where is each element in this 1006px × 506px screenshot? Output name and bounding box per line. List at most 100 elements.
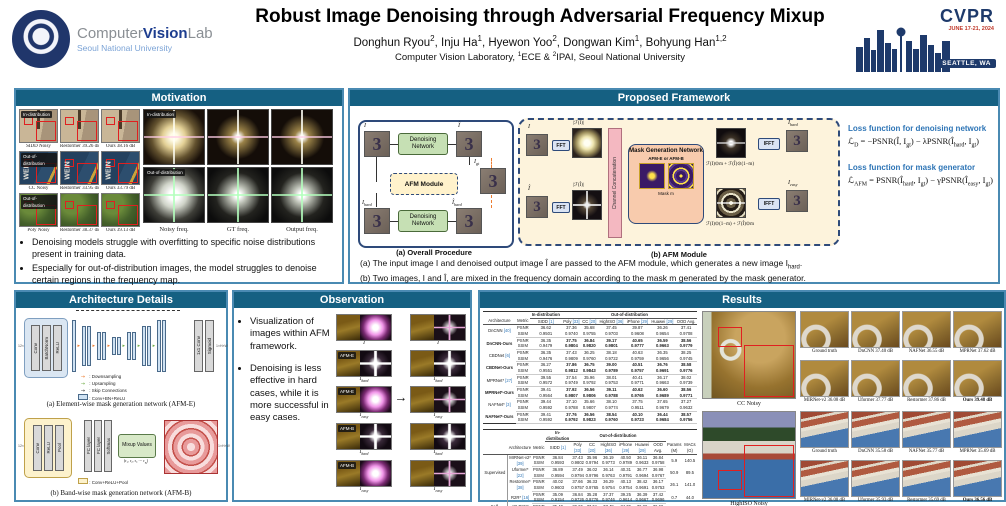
params-cell: 0.7 [671,494,678,500]
frequency-map [271,109,333,165]
crop-caption: MPRNet 37.62 dB [959,349,996,354]
column-header: HighISO [36] [599,441,618,455]
spectrum-input [572,128,602,158]
frequency-half [433,350,465,376]
upsample-arrow-icon: ▸ [137,342,141,349]
conv-bar-label: Pool [56,443,62,453]
ssim-value: 0.9663 [649,380,676,388]
ssim-value: 0.9633 [633,460,651,468]
gt-compare-arrow-top [491,158,492,168]
crop-cell: Ground truth [800,311,849,358]
psnr-value: 36.84 [652,454,664,460]
crop-caption: Uformer 37.77 dB [857,398,894,403]
architecture-cell: Restormer* [38] [509,479,531,491]
architecture-header: Architecture Details [16,292,226,308]
ssim-value: 0.9667 [633,497,651,505]
unet-bar [132,332,137,360]
ssim-value: 0.9592 [529,417,562,425]
group-header: Out-of-distribution [561,311,697,319]
conv-bar: ReLU [43,425,53,471]
fft-box-bottom: FFT [552,202,570,213]
frequency-half [359,461,391,487]
afme-caption: (a) Element-wise mask generation network… [46,400,196,408]
skip-connection-line [76,310,180,311]
observation-bullets-wrap: Visualization of images within AFM frame… [240,314,332,495]
psnr-value: 35.09 [552,491,563,497]
psnr-value: 35.66 [584,399,595,405]
motivation-photo-cell: Ours 39.13 dB [101,193,140,233]
distribution-tag: Out-of-distribution [21,153,57,167]
column-header: Metric [515,318,530,326]
metric-cell: SSIM [515,355,530,363]
motivation-photo: Out-of-distribution [19,151,58,185]
frequency-map [271,167,333,224]
metric-cell: PSNR [517,337,529,343]
psnr-value: 36.02 [586,467,598,473]
red-annotation-box [65,159,75,168]
psnr-value: 40.02 [552,479,563,485]
label-hard-denoised-image: Îhard [452,200,462,208]
mask-loss-formula: ℒAFM = PSNR(Îhard, Igt) − γPSNR(Îeasy, I… [848,174,993,188]
psnr-value: 33.51 [585,504,599,506]
ssim-value: 0.9779 [675,343,697,351]
psnr-value: 39.25 [620,491,631,497]
ssim-value: 0.9564 [529,392,562,400]
architecture-cell: MPRNet*-Ours [485,389,514,395]
label-input-image: I [364,123,366,129]
red-annotation-box [717,327,742,348]
psnr-value: 36.33 [586,479,598,485]
ssim-value: 0.9794 [570,472,585,480]
table-row-psnr: Self-supervisedR2R* [16]PSNR35.0936.8435… [483,491,697,506]
ssim-value: 0.9753 [597,380,626,388]
psnr-value: 36.26 [657,325,668,331]
crop-caption: Restormer 37.86 dB [907,398,946,403]
unet-bar [87,326,92,366]
psnr-value: 38.56 [680,387,692,393]
crop-image [851,411,900,448]
red-annotation-box [106,201,116,210]
psnr-value: 36.26 [570,504,585,506]
ssim-value: 0.9807 [580,405,598,412]
psnr-value: 37.86 [566,362,577,368]
lab-name-post: Lab [187,25,213,42]
red-zoom-box [77,205,97,225]
ihard-label: Ihard [788,120,798,128]
crop-cell: NAFNet 35.77 dB [902,411,951,458]
conv-bar: ReLU [52,325,62,371]
ssim-value: 0.9691 [633,485,651,492]
fft-box-top: FFT [552,140,570,151]
psnr-value: 37.45 [606,325,617,331]
crop-image [902,411,951,448]
psnr-value: 37.49 [572,467,583,473]
psnr-value: 37.36 [566,325,577,331]
column-header: SIDD [1] [545,441,571,455]
psnr-value: 40.65 [632,337,643,343]
frequency-half [359,387,391,413]
frequency-half [359,315,391,340]
psnr-value: 37.75 [566,337,577,343]
overall-procedure-diagram: I 3 Denoising Network Î 3 Igt 3 AFM Modu… [358,120,514,248]
column-header: CC [20] [580,318,598,326]
unet-bar [126,332,131,360]
metric-cell: PSNR [517,325,529,331]
ssim-value: 0.9812 [561,368,581,375]
channel-concatenation-bar: Channel Concatenation [608,128,622,238]
architecture-cell: MPRNet* [27] [486,377,513,383]
psnr-value: 36.77 [636,467,648,473]
observation-label: Î [437,340,439,346]
frequency-half [433,315,465,340]
photo-half [411,387,434,413]
crop-cell: MPRNet 35.69 dB [953,411,1002,458]
conv-bar-label: ReLU [45,442,51,454]
red-zoom-inset [744,345,794,397]
mask-generation-network-box: Mask Generation Network AFM-E or AFM-B M… [628,144,704,224]
frequency-map: In-distribution [143,109,205,165]
framework-note-a: (a) The input image I and denoised outpu… [360,258,803,271]
afm-b-mask-thumbnail [667,162,694,189]
psnr-value: 37.65 [657,399,668,405]
